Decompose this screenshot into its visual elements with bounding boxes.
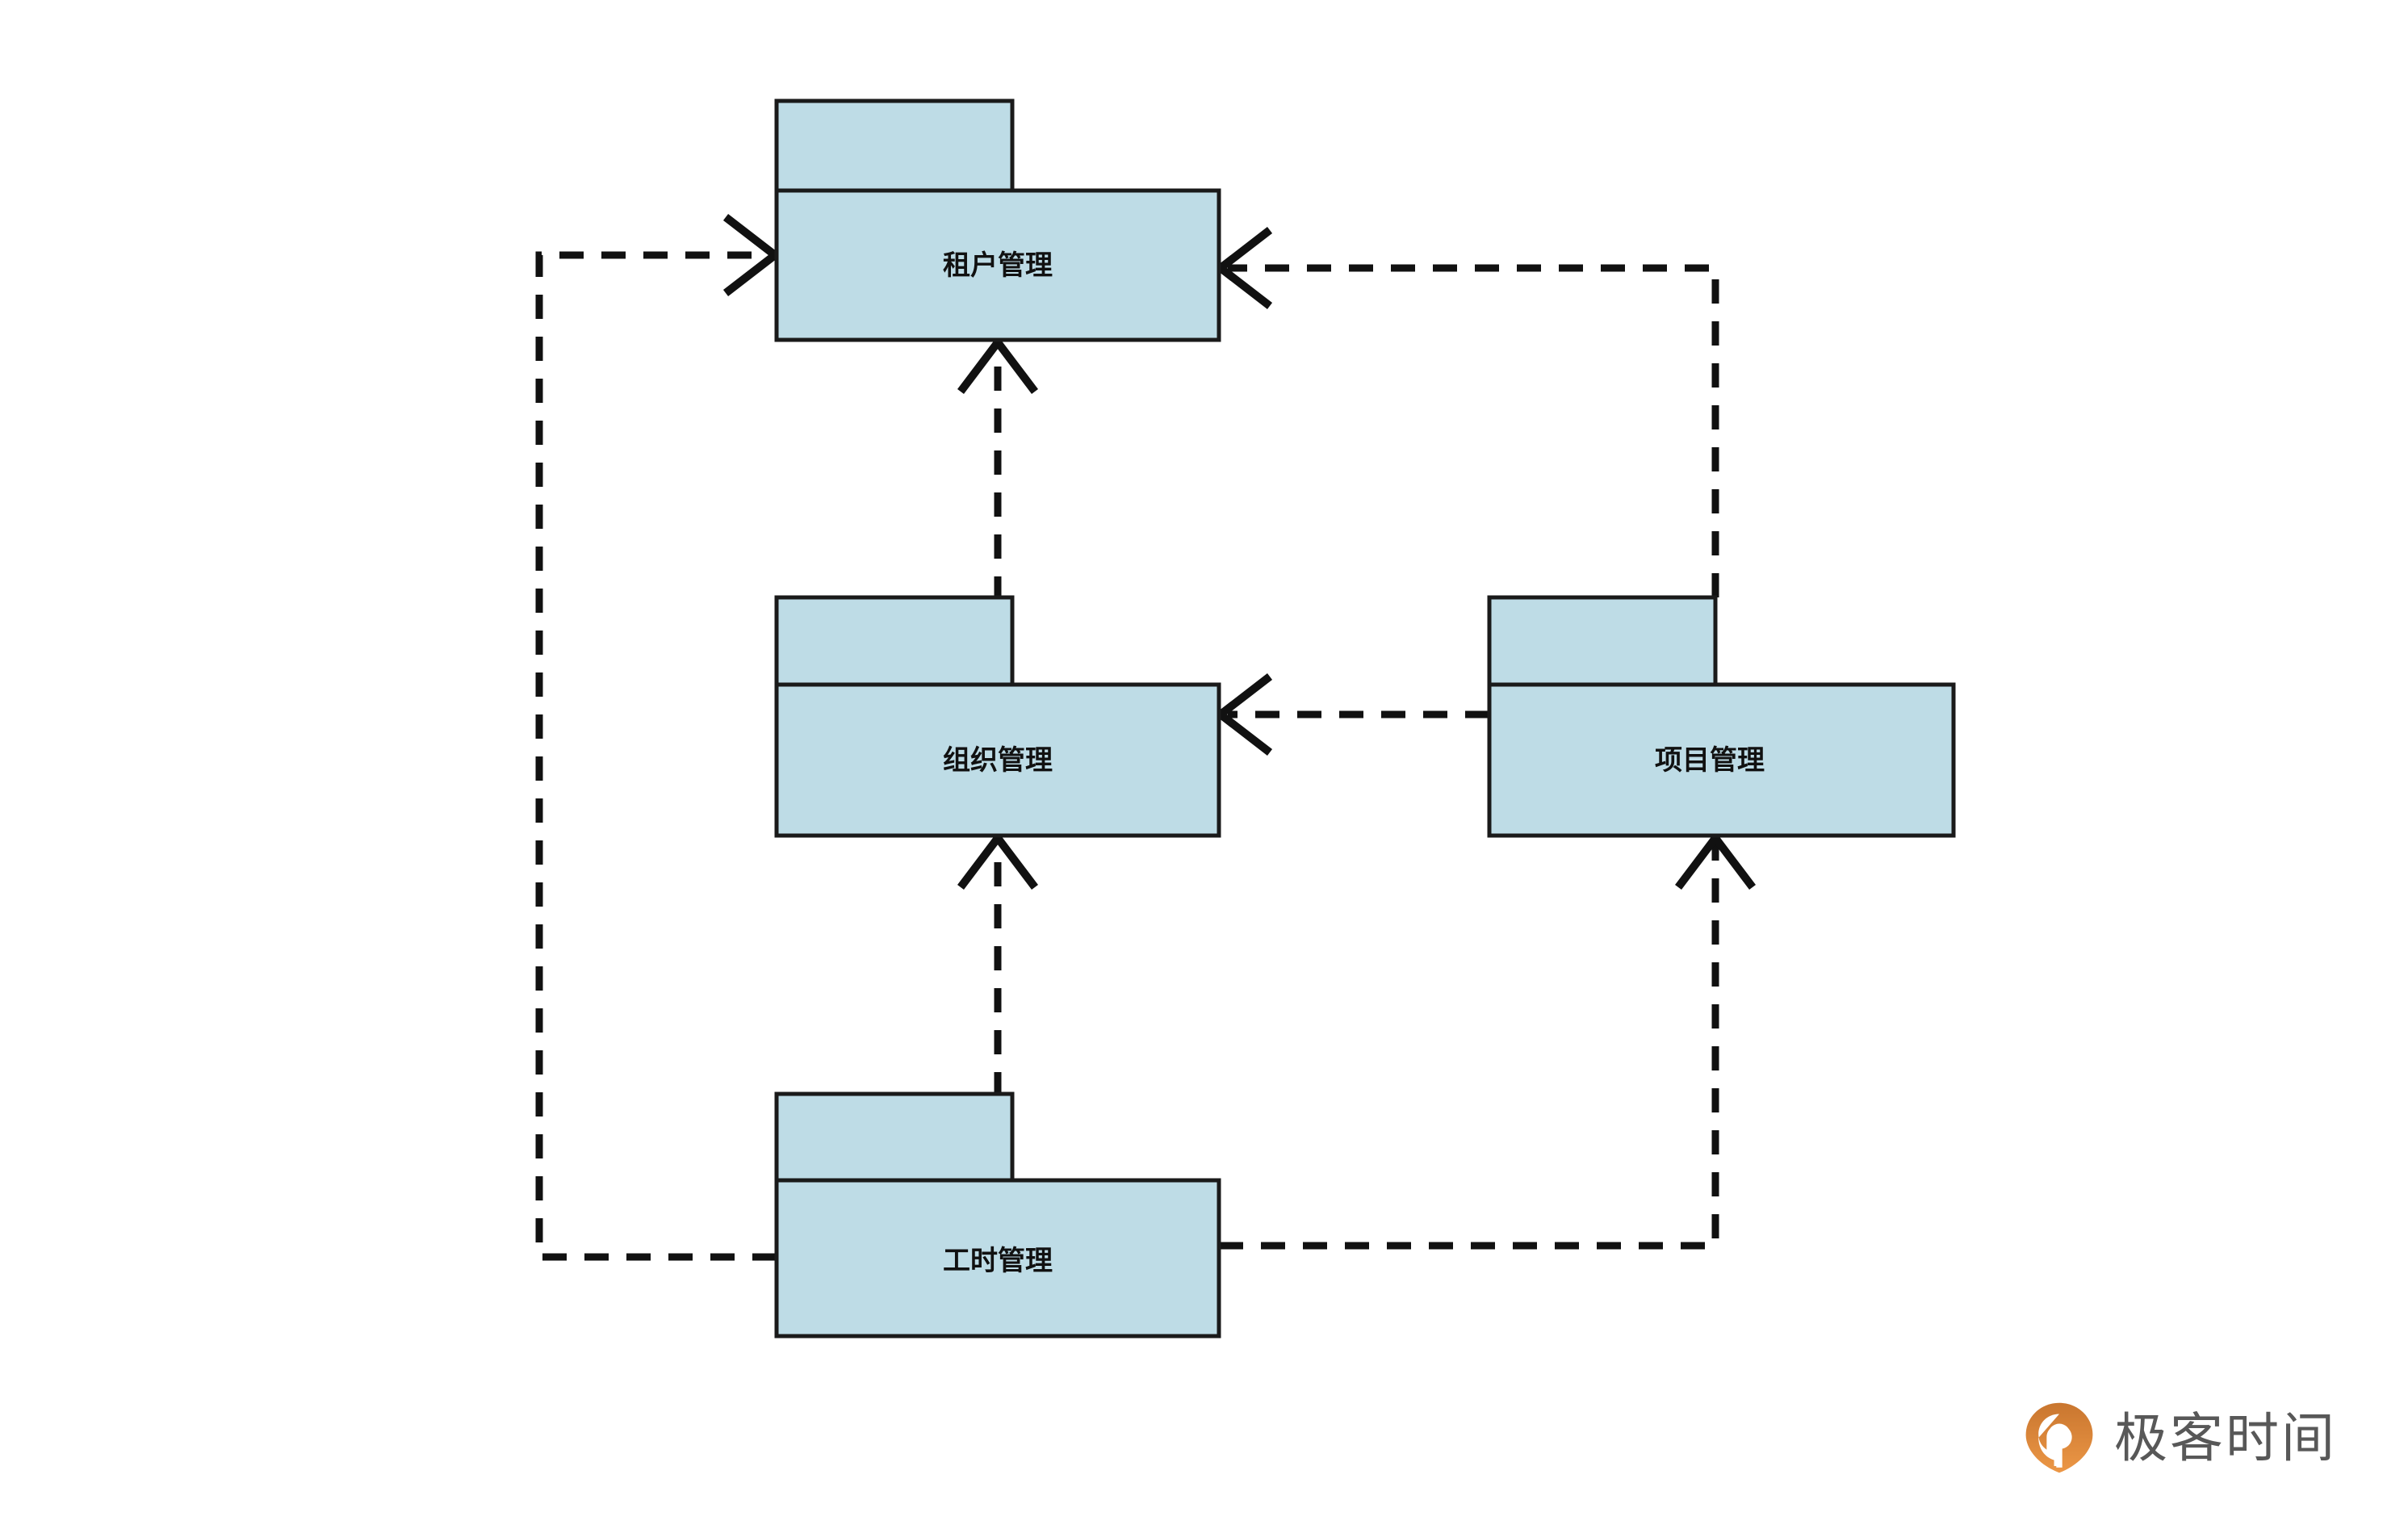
dependency-line [1219, 843, 1719, 1250]
package-label: 项目管理 [1655, 745, 1765, 776]
arrowhead-open-up [957, 335, 1038, 395]
dependency-line [535, 251, 777, 1261]
brand-logo: 极客时间 [2022, 1401, 2337, 1475]
package-label: 租户管理 [943, 250, 1053, 281]
package-body [774, 682, 1221, 838]
package-tab [774, 1091, 1015, 1183]
package-tenant-management[interactable]: 租户管理 [774, 98, 1221, 342]
package-tab [1487, 595, 1718, 687]
dependency-project-to-tenant[interactable] [1213, 227, 1719, 597]
package-tab [774, 98, 1015, 193]
package-timesheet-management[interactable]: 工时管理 [774, 1091, 1221, 1339]
brand-name: 极客时间 [2114, 1408, 2337, 1468]
package-body [774, 188, 1221, 342]
geektime-logo-icon [2022, 1401, 2096, 1475]
package-project-management[interactable]: 项目管理 [1487, 595, 1956, 838]
geektime-mark-svg [2025, 1402, 2093, 1473]
arrowhead-open-up [957, 831, 1038, 890]
package-tab [774, 595, 1015, 687]
dependency-project-to-org[interactable] [1213, 673, 1489, 756]
package-organization-management[interactable]: 组织管理 [774, 595, 1221, 838]
package-label: 组织管理 [943, 745, 1053, 776]
package-body [774, 1178, 1221, 1339]
package-label: 工时管理 [943, 1246, 1053, 1276]
package-body [1487, 682, 1956, 838]
dependency-line [1228, 264, 1719, 597]
arrowhead-open-up [1675, 831, 1756, 890]
dependency-timesheet-to-project[interactable] [1219, 831, 1756, 1250]
logo-inner-stem [2056, 1435, 2063, 1468]
dependency-timesheet-to-tenant[interactable] [535, 214, 782, 1261]
